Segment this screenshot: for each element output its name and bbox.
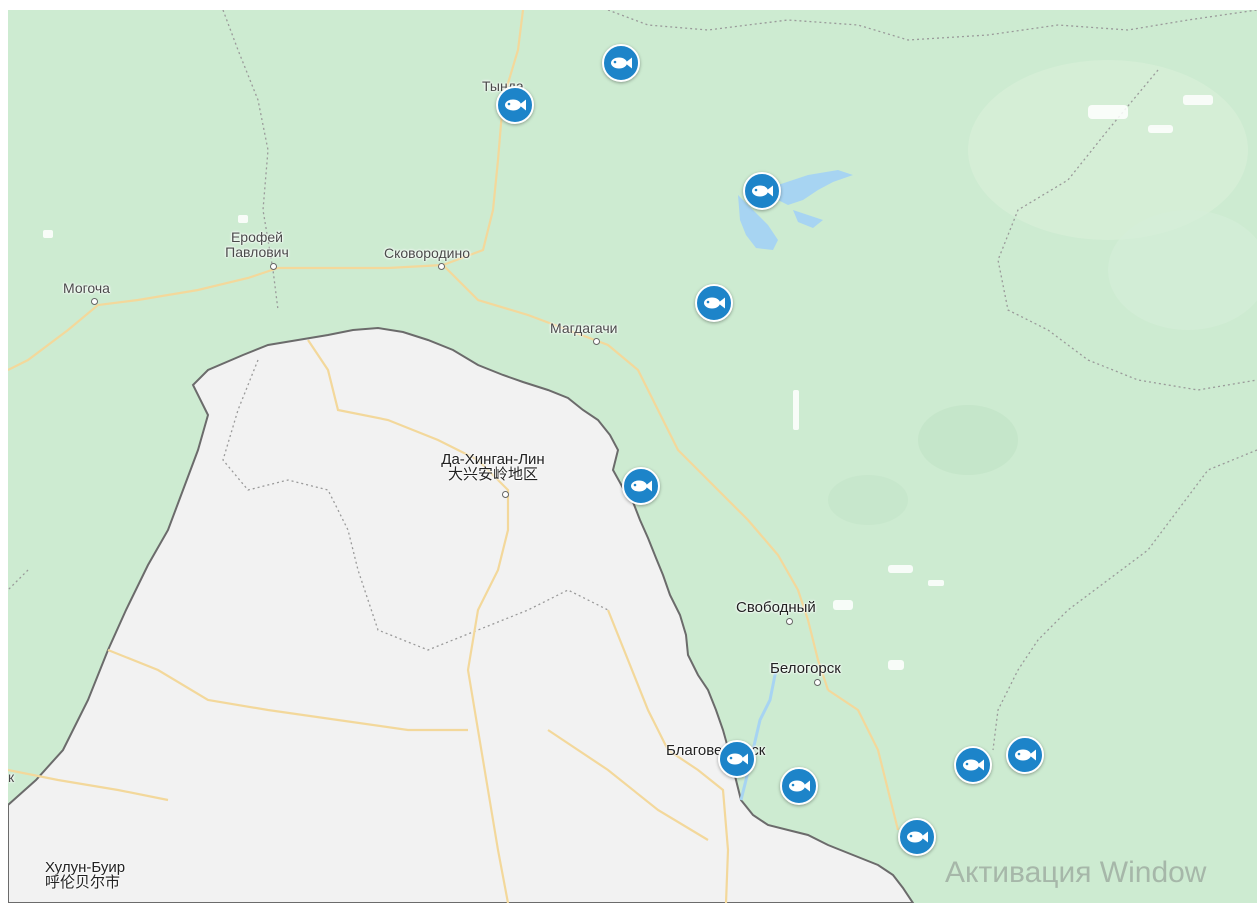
fish-icon <box>789 780 810 792</box>
map-canvas[interactable]: Тында Ерофей Павлович Сковородино Могоча… <box>8 10 1257 903</box>
city-label-daxinganling: Да-Хинган-Лин 大兴安岭地区 <box>413 452 573 482</box>
fish-icon <box>907 831 928 843</box>
fish-marker-6[interactable] <box>718 740 756 778</box>
city-label-edge-fragment: к <box>8 769 15 785</box>
city-label-daxinganling-zh: 大兴安岭地区 <box>447 466 538 483</box>
city-label-hulunbuir: Хулун-Буир 呼伦贝尔市 <box>45 860 125 890</box>
fish-icon <box>727 753 748 765</box>
city-label-erofey-line2: Павлович <box>225 244 289 260</box>
terrain-patches <box>43 95 1213 670</box>
fish-icon <box>752 185 773 197</box>
city-dot-skovorodino <box>438 263 445 270</box>
admin-boundaries <box>8 10 1257 751</box>
map-base-layer <box>8 10 1257 903</box>
city-dot-daxinganling <box>502 491 509 498</box>
city-dot-mogocha <box>91 298 98 305</box>
fish-marker-4[interactable] <box>695 284 733 322</box>
fish-marker-2[interactable] <box>496 86 534 124</box>
city-label-daxinganling-ru: Да-Хинган-Лин <box>441 451 545 468</box>
city-dot-svobodny <box>786 618 793 625</box>
china-land <box>8 326 915 903</box>
city-label-magdagachi: Магдагачи <box>550 320 618 336</box>
fish-icon <box>963 759 984 771</box>
windows-activation-watermark: Активация Window <box>945 856 1207 889</box>
fish-icon <box>505 99 526 111</box>
fish-marker-9[interactable] <box>1006 736 1044 774</box>
city-label-mogocha: Могоча <box>63 280 110 296</box>
city-label-belogorsk: Белогорск <box>770 660 841 677</box>
fish-icon <box>1015 749 1036 761</box>
roads <box>8 10 900 903</box>
fish-marker-5[interactable] <box>622 467 660 505</box>
city-label-skovorodino: Сковородино <box>384 245 471 261</box>
fish-marker-8[interactable] <box>954 746 992 784</box>
city-dot-magdagachi <box>593 338 600 345</box>
fish-marker-7[interactable] <box>780 767 818 805</box>
city-label-erofey-pavlovich: Ерофей Павлович <box>222 230 292 260</box>
fish-icon <box>611 57 632 69</box>
fish-marker-10[interactable] <box>898 818 936 856</box>
city-label-svobodny: Свободный <box>736 599 816 616</box>
fish-icon <box>631 480 652 492</box>
city-label-hulunbuir-zh: 呼伦贝尔市 <box>45 874 121 891</box>
water <box>738 170 853 250</box>
city-dot-belogorsk <box>814 679 821 686</box>
city-dot-erofey <box>270 263 277 270</box>
fish-marker-1[interactable] <box>602 44 640 82</box>
city-label-hulunbuir-ru: Хулун-Буир <box>45 859 126 876</box>
zeya-river <box>739 669 778 801</box>
fish-icon <box>704 297 725 309</box>
fish-marker-3[interactable] <box>743 172 781 210</box>
city-label-erofey-line1: Ерофей <box>230 229 284 245</box>
